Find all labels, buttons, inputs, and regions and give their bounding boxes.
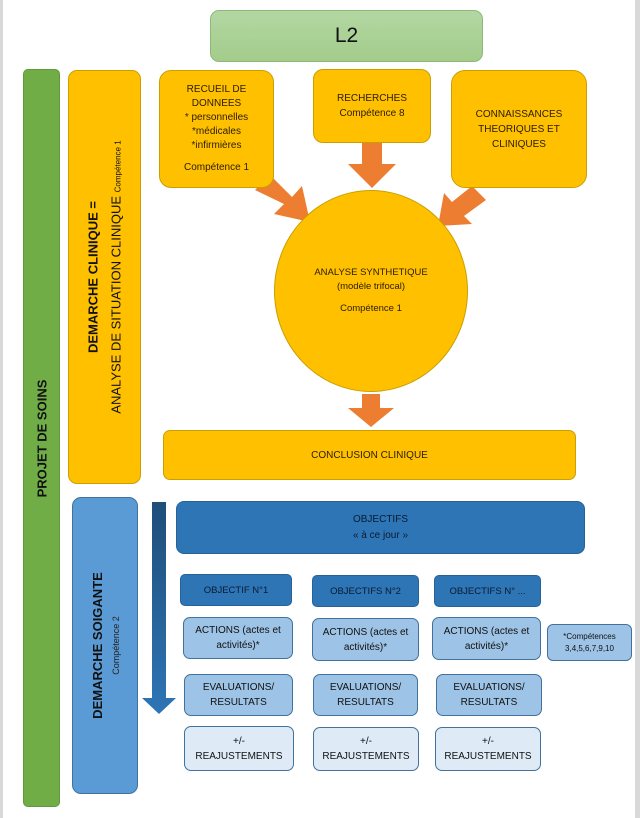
reajust-line: +/- <box>360 736 372 747</box>
actions-box: ACTIONS (actes et activités)* <box>432 617 541 660</box>
evaluations-box: EVALUATIONS/RESULTATS <box>313 674 418 716</box>
competence-2-label: Compétence 2 <box>110 616 121 675</box>
demarche-clinique-bar: DEMARCHE CLINIQUE = ANALYSE DE SITUATION… <box>68 70 141 484</box>
recueil-line: *infirmières <box>191 140 242 151</box>
actions-line: ACTIONS (actes et <box>195 625 281 636</box>
reajustements-box: +/- REAJUSTEMENTS <box>435 727 541 771</box>
recueil-line: DONNEES <box>191 98 242 109</box>
actions-line: activités)* <box>464 640 509 652</box>
reajustements-label: +/- REAJUSTEMENTS <box>444 734 531 764</box>
recueil-donnees-box: RECUEIL DE DONNEES * personnelles *médic… <box>159 70 274 188</box>
evaluations-label: EVALUATIONS/RESULTATS <box>330 680 401 710</box>
recueil-line: *médicales <box>192 126 241 137</box>
arrow-recherches-to-analyse <box>348 143 396 188</box>
demarche-clinique-text: DEMARCHE CLINIQUE = ANALYSE DE SITUATION… <box>86 140 124 413</box>
demarche-soignante-bar: DEMARCHE SOIGANTE Compétence 2 <box>72 497 138 794</box>
arrow-recueil-to-analyse <box>255 175 310 222</box>
actions-line: activités)* <box>216 640 260 651</box>
arrow-connaissances-to-analyse <box>438 186 486 226</box>
demarche-soignante-title: DEMARCHE SOIGANTE <box>89 572 105 719</box>
demarche-soignante-text: DEMARCHE SOIGANTE Compétence 2 <box>90 572 121 719</box>
actions-line: activités)* <box>343 641 388 653</box>
actions-label: ACTIONS (actes et activités)* <box>323 625 409 655</box>
connaissances-line: CLINIQUES <box>492 138 546 150</box>
connaissances-line: THEORIQUES ET <box>478 123 560 135</box>
objective-box: OBJECTIF N°1 <box>180 574 292 606</box>
conclusion-label: CONCLUSION CLINIQUE <box>311 449 428 461</box>
objective-box: OBJECTIFS N° ... <box>434 575 541 607</box>
connaissances-box: CONNAISSANCES THEORIQUES ET CLINIQUES <box>451 70 587 188</box>
demarche-clinique-title: DEMARCHE CLINIQUE = <box>85 200 101 354</box>
recherches-box: RECHERCHES Compétence 8 <box>313 69 431 143</box>
recueil-line: RECUEIL DE <box>186 84 247 95</box>
objectifs-title: OBJECTIFS <box>352 513 408 525</box>
analyse-synthetique-circle: ANALYSE SYNTHETIQUE (modèle trifocal) Co… <box>274 190 468 392</box>
objective-label: OBJECTIF N°1 <box>203 584 269 596</box>
reajust-line: REAJUSTEMENTS <box>444 751 532 762</box>
actions-box: ACTIONS (actes et activités)* <box>183 617 293 659</box>
reajustements-label: +/- REAJUSTEMENTS <box>322 734 409 764</box>
level-header-l2: L2 <box>210 10 483 62</box>
page-border-left <box>0 0 3 818</box>
analyse-situation-label: ANALYSE DE SITUATION CLINIQUE Compétence… <box>109 140 124 413</box>
reajustements-box: +/- REAJUSTEMENTS <box>313 727 419 771</box>
recueil-competence: Compétence 1 <box>183 162 250 173</box>
arrow-analyse-to-conclusion <box>348 394 394 427</box>
competences-note-line: *Compétences <box>563 631 616 641</box>
reajustements-box: +/- REAJUSTEMENTS <box>184 726 294 771</box>
objective-box: OBJECTIFS N°2 <box>312 575 419 607</box>
evaluations-line: RESULTATS <box>337 697 394 708</box>
evaluations-box: EVALUATIONS/RESULTATS <box>436 674 542 716</box>
reajustements-label: +/- REAJUSTEMENTS <box>195 734 282 764</box>
analyse-title: ANALYSE SYNTHETIQUE <box>314 267 428 278</box>
objective-label: OBJECTIFS N°2 <box>330 585 401 597</box>
evaluations-line: EVALUATIONS/ <box>202 682 275 693</box>
competence-1-label: Compétence 1 <box>113 140 123 193</box>
actions-label: ACTIONS (actes et activités)* <box>444 624 530 654</box>
projet-label: PROJET DE SOINS <box>34 379 49 497</box>
reajust-line: +/- <box>482 736 494 747</box>
competences-note: *Compétences 3,4,5,6,7,9,10 <box>563 631 615 655</box>
projet-de-soins-bar: PROJET DE SOINS <box>23 69 60 807</box>
blue-flow-arrow <box>142 502 176 714</box>
evaluations-line: RESULTATS <box>210 697 267 708</box>
competences-note-line: 3,4,5,6,7,9,10 <box>565 643 614 653</box>
analyse-model: (modèle trifocal) <box>336 281 406 292</box>
competences-note-box: *Compétences 3,4,5,6,7,9,10 <box>547 624 632 661</box>
actions-box: ACTIONS (actes et activités)* <box>312 618 419 661</box>
evaluations-label: EVALUATIONS/RESULTATS <box>203 680 274 710</box>
objective-label: OBJECTIFS N° ... <box>449 585 526 597</box>
analyse-competence: Compétence 1 <box>340 303 402 314</box>
evaluations-label: EVALUATIONS/RESULTATS <box>453 680 524 710</box>
objectifs-subtitle: « à ce jour » <box>352 529 409 541</box>
level-title: L2 <box>334 24 359 47</box>
reajust-line: +/- <box>233 735 245 747</box>
reajust-line: REAJUSTEMENTS <box>195 750 283 762</box>
evaluations-box: EVALUATIONS/RESULTATS <box>184 674 293 716</box>
actions-label: ACTIONS (actes et activités)* <box>195 623 281 653</box>
actions-line: ACTIONS (actes et <box>322 626 409 638</box>
actions-line: ACTIONS (actes et <box>443 625 530 637</box>
page-border-right <box>635 0 640 818</box>
analyse-situation-text: ANALYSE DE SITUATION CLINIQUE <box>108 195 124 414</box>
objectifs-header-box: OBJECTIFS « à ce jour » <box>176 501 585 554</box>
reajust-line: REAJUSTEMENTS <box>322 751 410 762</box>
connaissances-line: CONNAISSANCES <box>475 108 563 120</box>
evaluations-line: EVALUATIONS/ <box>453 682 525 693</box>
recherches-competence: Compétence 8 <box>339 108 405 119</box>
evaluations-line: RESULTATS <box>460 697 518 708</box>
recherches-title: RECHERCHES <box>336 93 407 104</box>
recueil-line: * personnelles <box>184 112 249 123</box>
evaluations-line: EVALUATIONS/ <box>329 682 402 693</box>
conclusion-clinique-box: CONCLUSION CLINIQUE <box>163 430 576 480</box>
